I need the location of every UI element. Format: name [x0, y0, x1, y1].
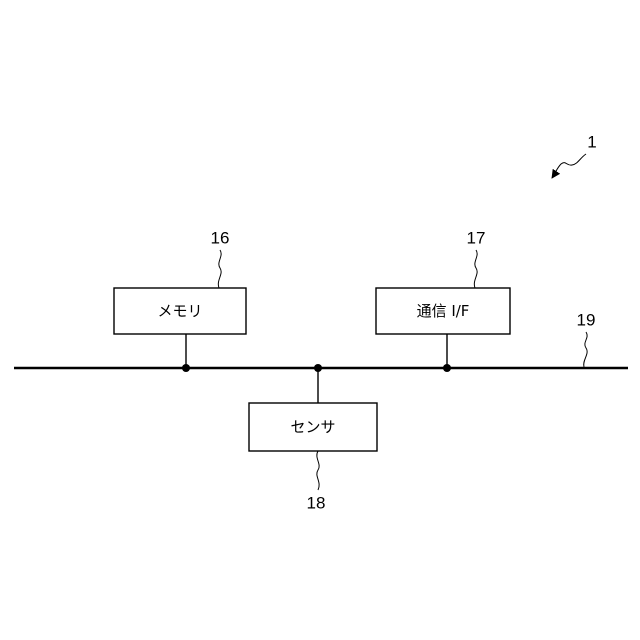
comm-if-block: 通信 I/F 17: [376, 229, 510, 373]
device-ref-number: 1: [587, 133, 596, 152]
comm-if-label: 通信 I/F: [417, 302, 470, 320]
memory-ref-number: 16: [211, 229, 230, 248]
memory-label: メモリ: [157, 302, 202, 320]
memory-block: メモリ 16: [114, 229, 246, 373]
bus-ref-number: 19: [577, 311, 596, 330]
comm-if-ref-number: 17: [467, 229, 486, 248]
device-reference: 1: [552, 133, 597, 179]
bus-ref-leader: [584, 332, 587, 367]
bus: 19: [14, 311, 628, 369]
comm-if-junction-dot: [443, 364, 451, 372]
memory-ref-leader: [218, 250, 221, 288]
sensor-ref-number: 18: [307, 494, 326, 513]
sensor-block: センサ 18: [249, 364, 377, 513]
sensor-label: センサ: [290, 418, 335, 436]
comm-if-ref-leader: [474, 250, 477, 288]
device-ref-arrow: [552, 154, 586, 178]
memory-junction-dot: [182, 364, 190, 372]
sensor-ref-leader: [317, 451, 319, 490]
